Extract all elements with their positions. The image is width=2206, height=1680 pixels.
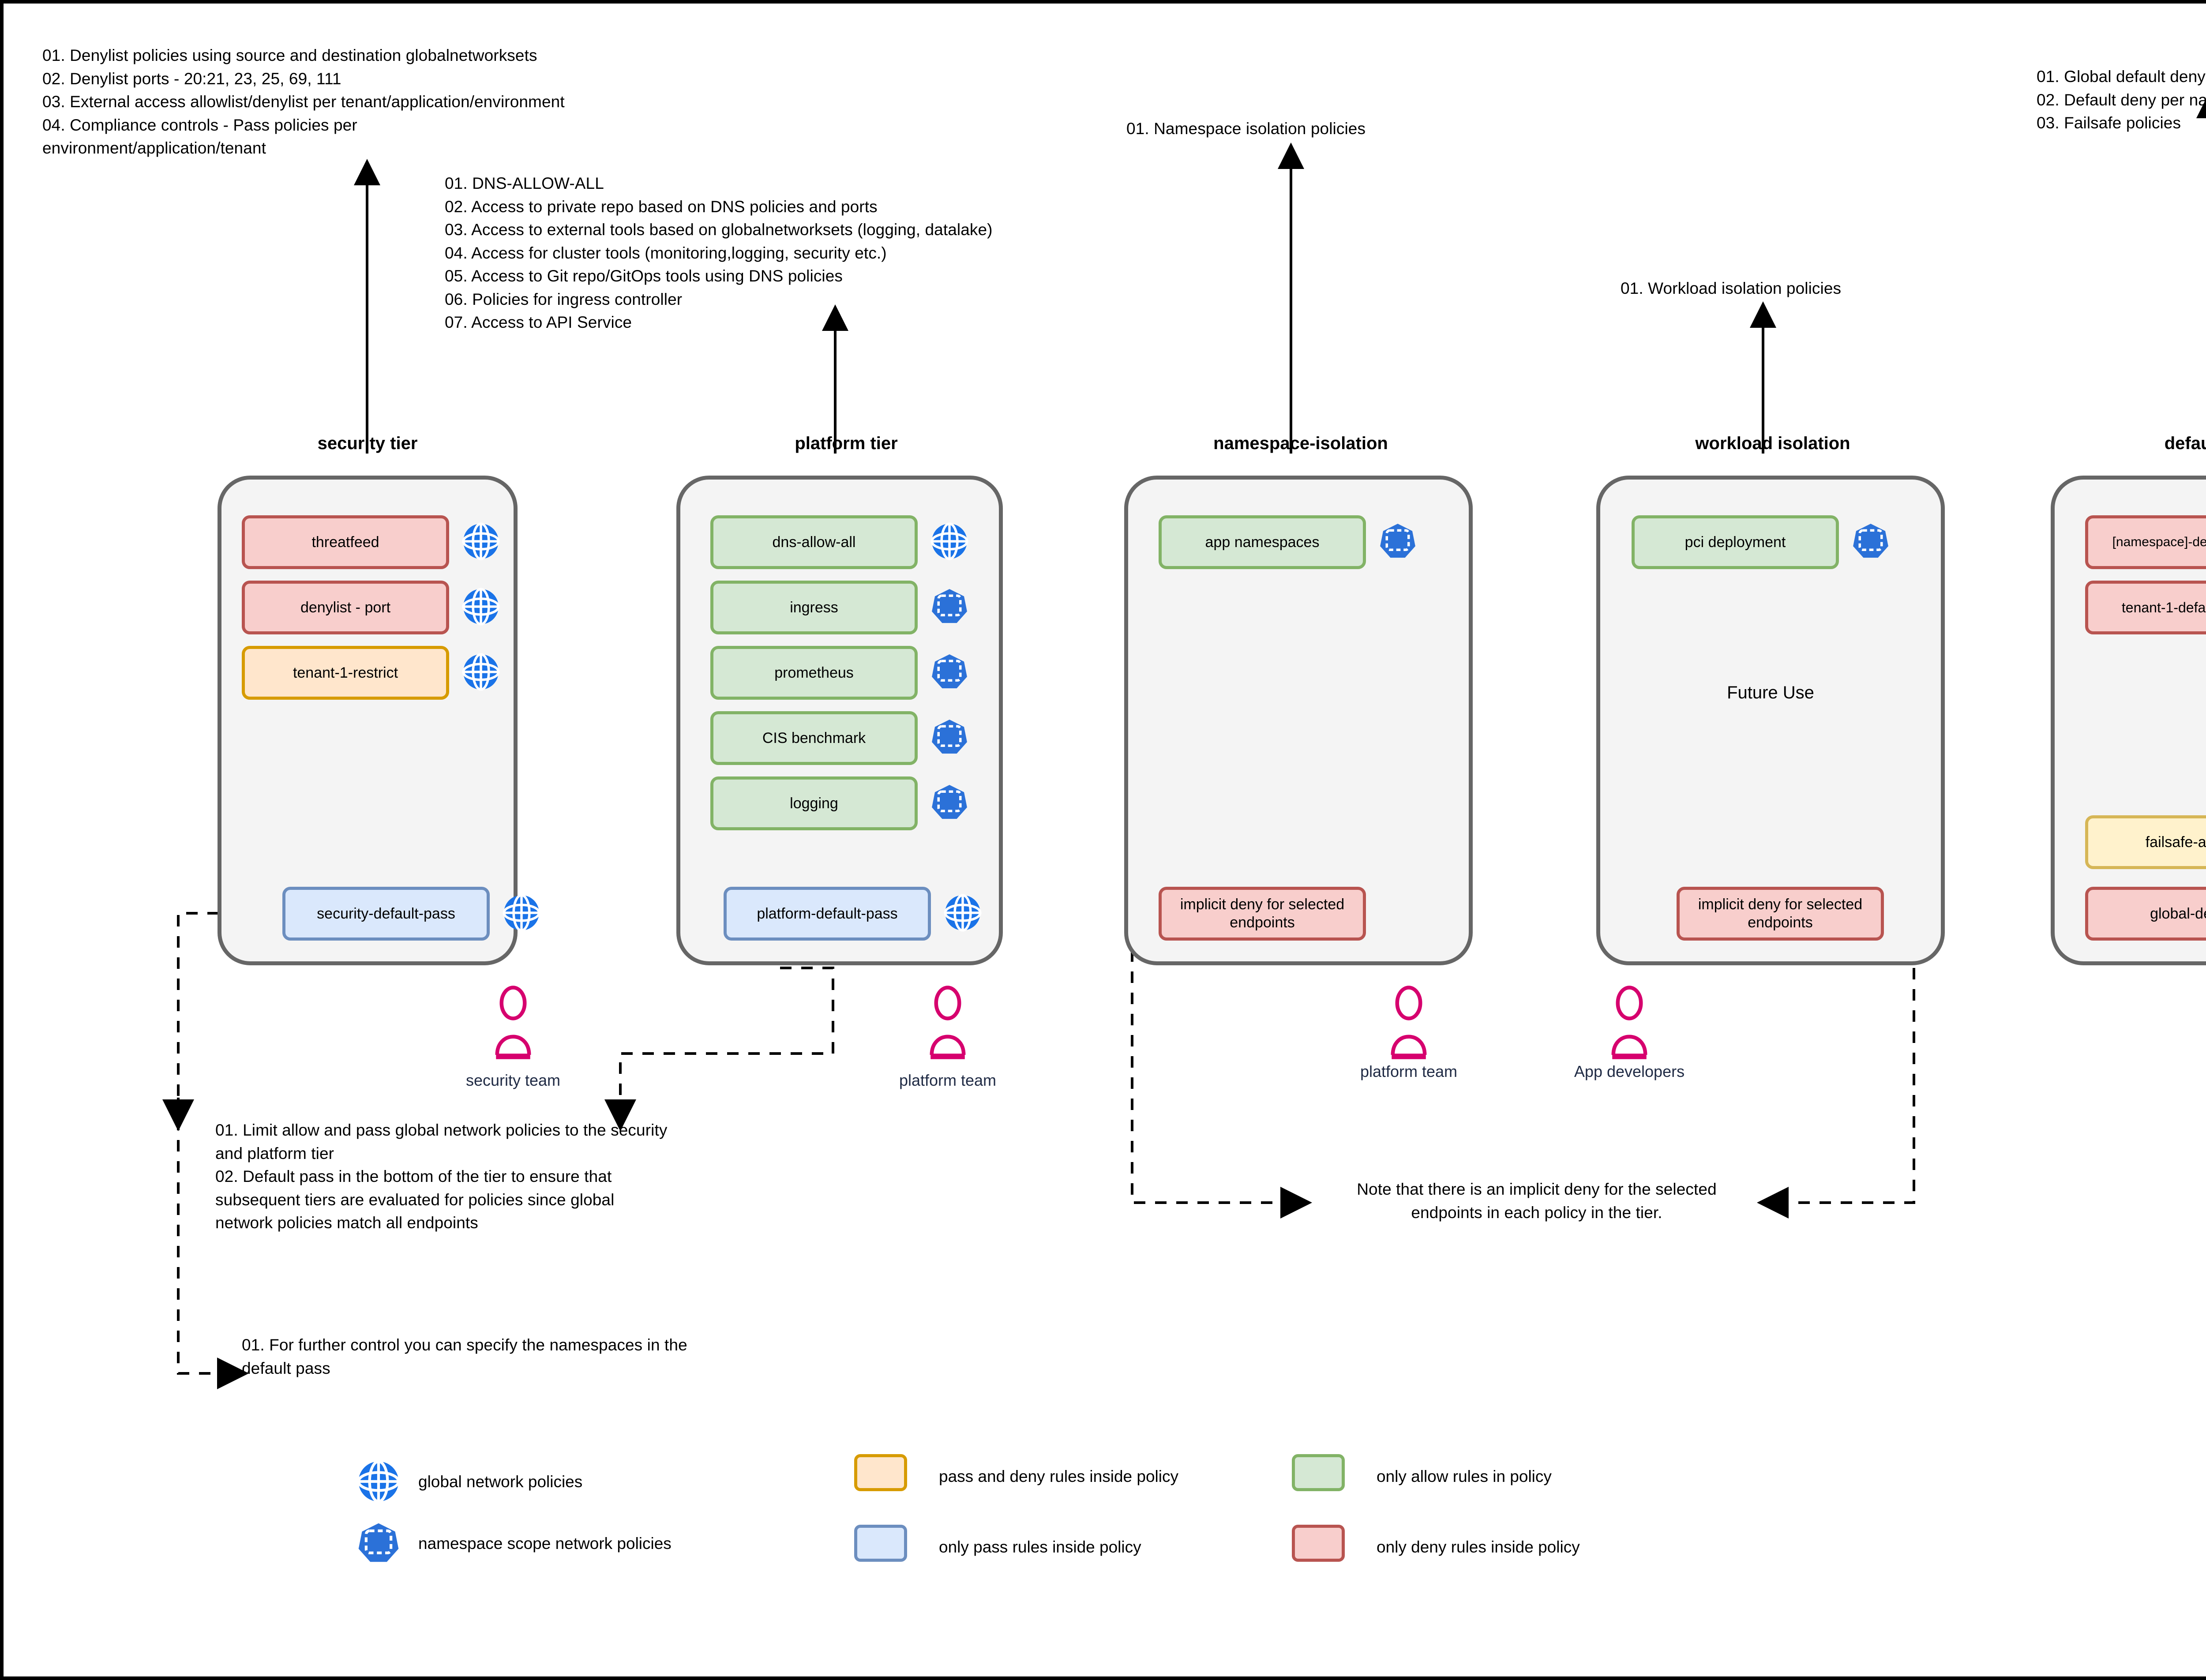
policy-pci-deployment[interactable]: pci deployment (1632, 515, 1839, 569)
global-network-policy-icon (461, 652, 500, 694)
namespace-scope-policy-icon (930, 718, 969, 759)
legend-swatch-only-allow (1292, 1454, 1345, 1491)
annotation-arrows (162, 92, 2206, 1389)
policy-denylist-port[interactable]: denylist - port (242, 581, 449, 634)
policy-failsafe-allow[interactable]: failsafe-allow (2085, 815, 2206, 869)
namespace-scope-policy-icon (930, 652, 969, 694)
person-icon (1384, 986, 1433, 1064)
global-network-policy-icon (943, 893, 982, 934)
team-label-platform-namespace: platform team (1360, 1062, 1458, 1080)
team-label-app-developers: App developers (1574, 1062, 1685, 1080)
policy-security-default-pass[interactable]: security-default-pass (282, 887, 490, 941)
policy-namespace-default-deny[interactable]: [namespace]-default-deny (2085, 515, 2206, 569)
tier-column-namespace-isolation: namespace-isolation (1124, 434, 1477, 454)
legend-swatch-only-pass (854, 1525, 907, 1562)
policy-prometheus[interactable]: prometheus (710, 646, 918, 700)
workload-future-use-label: Future Use (1727, 683, 1814, 702)
policy-global-deny[interactable]: global-deny (2085, 887, 2206, 941)
policy-dns-allow-all[interactable]: dns-allow-all (710, 515, 918, 569)
globe-icon (356, 1459, 401, 1506)
tier-title: namespace-isolation (1213, 434, 1388, 453)
team-label-platform: platform team (899, 1071, 997, 1089)
tier-column-workload-isolation: workload isolation (1596, 434, 1949, 454)
global-network-policy-icon (461, 587, 500, 628)
implicit-deny-note: Note that there is an implicit deny for … (1357, 1180, 1717, 1222)
legend-swatch-pass-and-deny (854, 1454, 907, 1491)
namespace-scope-policy-icon (930, 587, 969, 628)
platform-tier-annotation: 01. DNS-ALLOW-ALL 02. Access to private … (445, 174, 993, 332)
legend-label-only-pass: only pass rules inside policy (939, 1538, 1141, 1556)
namespace-scope-policy-icon (930, 783, 969, 824)
workload-isolation-annotation: 01. Workload isolation policies (1621, 279, 1842, 297)
namespace-scope-policy-icon (1378, 522, 1417, 563)
legend-label-global-network-policies: global network policies (418, 1473, 583, 1491)
legend-label-pass-and-deny: pass and deny rules inside policy (939, 1467, 1178, 1485)
policy-tenant-1-restrict[interactable]: tenant-1-restrict (242, 646, 449, 700)
global-network-policy-icon (461, 522, 500, 563)
team-label-security: security team (465, 1071, 561, 1089)
policy-implicit-deny-namespace[interactable]: implicit deny for selected endpoints (1159, 887, 1366, 941)
person-icon (923, 986, 972, 1064)
security-tier-annotation: 01. Denylist policies using source and d… (42, 46, 565, 158)
tier-column-platform: platform tier (683, 434, 1009, 454)
namespace-isolation-annotation: 01. Namespace isolation policies (1126, 120, 1366, 138)
legend-swatch-only-deny (1292, 1525, 1345, 1562)
person-icon (489, 986, 537, 1064)
policy-logging[interactable]: logging (710, 776, 918, 830)
global-network-policy-icon (930, 522, 969, 563)
global-network-policy-icon (502, 893, 541, 934)
tier-column-default: default tier (2051, 434, 2206, 454)
default-pass-note: 01. For further control you can specify … (242, 1336, 687, 1377)
default-tier-annotation: 01. Global default deny 02. Default deny… (2037, 68, 2206, 132)
policy-app-namespaces[interactable]: app namespaces (1159, 515, 1366, 569)
policy-platform-default-pass[interactable]: platform-default-pass (724, 887, 931, 941)
tier-column-security: security tier (218, 434, 518, 454)
policy-tenant-1-default-deny[interactable]: tenant-1-default-deny (2085, 581, 2206, 634)
legend-label-only-deny: only deny rules inside policy (1377, 1538, 1580, 1556)
policy-implicit-deny-workload[interactable]: implicit deny for selected endpoints (1677, 887, 1884, 941)
policy-threatfeed[interactable]: threatfeed (242, 515, 449, 569)
policy-ingress[interactable]: ingress (710, 581, 918, 634)
hexagon-icon (356, 1521, 401, 1568)
tier-title: platform tier (795, 434, 898, 453)
security-platform-guidance-note: 01. Limit allow and pass global network … (215, 1121, 668, 1232)
namespace-scope-policy-icon (1851, 522, 1890, 563)
person-icon (1605, 986, 1654, 1064)
legend-label-only-allow: only allow rules in policy (1377, 1467, 1552, 1485)
tier-title: workload isolation (1695, 434, 1850, 453)
tier-title: default tier (2164, 434, 2206, 453)
tier-title: security tier (317, 434, 418, 453)
policy-cis-benchmark[interactable]: CIS benchmark (710, 711, 918, 765)
legend-label-namespace-scope: namespace scope network policies (418, 1534, 672, 1552)
